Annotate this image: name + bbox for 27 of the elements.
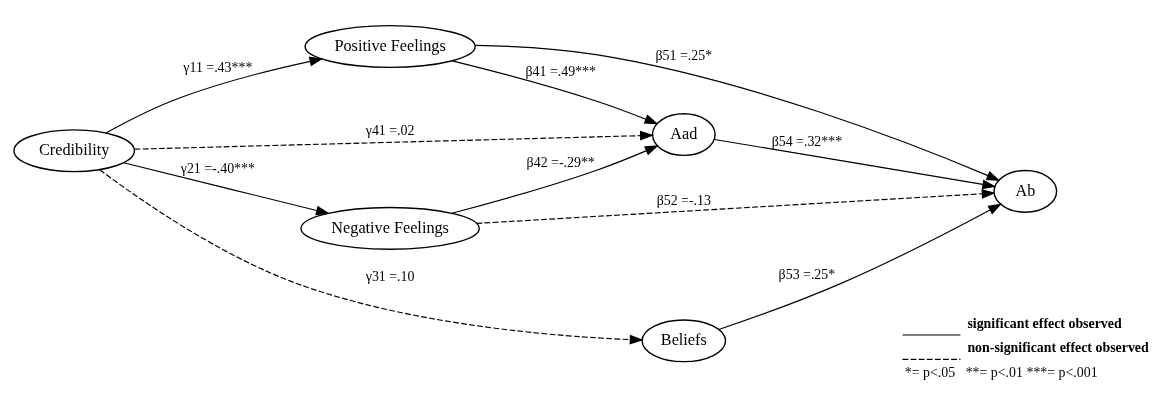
edge-label: β51 =.25* [655, 47, 713, 63]
edge-label: γ41 =.02 [365, 123, 415, 139]
edge-label: γ21 =-.40*** [180, 161, 255, 177]
arrow [99, 169, 644, 345]
edge-label: γ31 =.10 [365, 269, 415, 285]
arrow [123, 162, 330, 216]
arrow [476, 188, 996, 224]
edge-label: β52 =-.13 [656, 192, 711, 208]
legend-label: significant effect observed [967, 315, 1122, 331]
legend-label: non-significant effect observed [967, 339, 1149, 355]
arrow [451, 145, 659, 214]
arrow [718, 203, 1002, 331]
node-ellipse: Aad [651, 113, 716, 157]
edge-label: β53 =.25* [778, 266, 836, 282]
arrow [713, 138, 997, 190]
edge-label: β42 =-.29** [526, 154, 595, 170]
edge-label: β41 =.49*** [525, 64, 596, 80]
node-ellipse: Ab [993, 169, 1058, 213]
arrow [105, 56, 324, 134]
label: *= p<.05 **= p<.01 ***= p<.001 [904, 365, 1098, 381]
edge-label: γ11 =.43*** [183, 59, 253, 75]
node-ellipse: Credibility [13, 129, 136, 173]
arrow [451, 60, 659, 125]
node-ellipse: Beliefs [641, 319, 727, 363]
edge-label: β54 =.32*** [771, 133, 843, 149]
arrow [474, 44, 1001, 181]
arrow [134, 130, 654, 150]
